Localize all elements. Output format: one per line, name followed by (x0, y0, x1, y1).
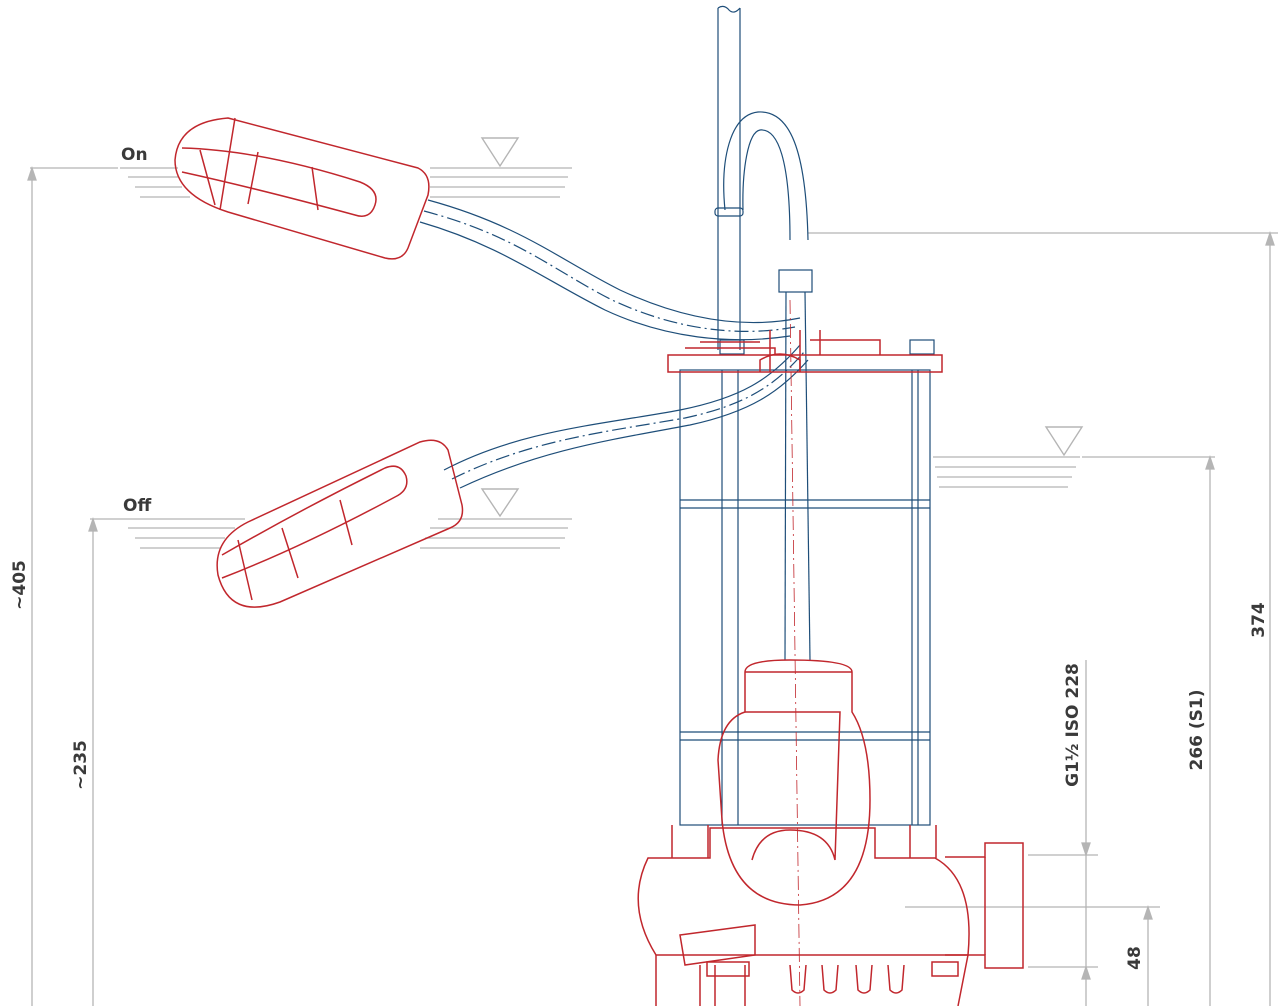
dimension-lines (27, 165, 1278, 1006)
dimension-overall-height: ~405 (10, 560, 30, 610)
dimension-water-level: 266 (S1) (1187, 689, 1207, 770)
water-lines (120, 167, 1080, 549)
float-off (216, 439, 464, 608)
dimension-outlet-thread: G1½ ISO 228 (1063, 663, 1083, 787)
float-on (174, 117, 430, 260)
pump-body (637, 330, 1024, 1006)
dimension-pump-height: 374 (1249, 602, 1269, 638)
dimension-outlet-centre: 48 (1125, 946, 1145, 970)
label-on: On (121, 145, 148, 165)
label-off: Off (123, 496, 151, 516)
cables (419, 5, 935, 826)
outlet-centre-line (789, 299, 801, 1006)
water-level-triangle-icon (480, 137, 1084, 518)
dimension-off-height: ~235 (71, 740, 91, 790)
